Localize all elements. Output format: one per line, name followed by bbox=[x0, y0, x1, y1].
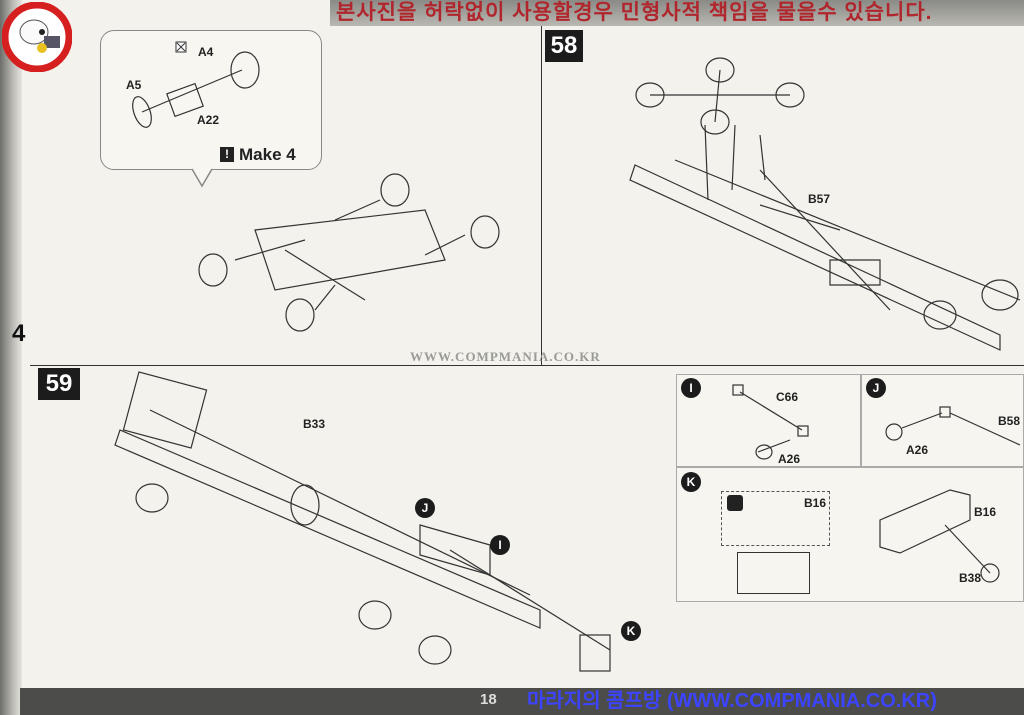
detail-j-diagram bbox=[885, 406, 1021, 446]
detail-marker-i: I bbox=[490, 535, 510, 555]
callout-tail bbox=[191, 168, 213, 188]
detail-k-inset bbox=[721, 491, 830, 546]
compmania-logo bbox=[2, 2, 72, 72]
make-quantity-note: Make 4 bbox=[239, 145, 296, 164]
detail-k-marker: K bbox=[681, 472, 701, 492]
step-58-axle-diagram bbox=[198, 173, 500, 332]
part-label-b58: B58 bbox=[998, 414, 1021, 428]
detail-marker-j: J bbox=[415, 498, 435, 518]
part-label-b57: B57 bbox=[808, 192, 831, 206]
detail-i-panel bbox=[676, 374, 861, 467]
part-label-a26: A26 bbox=[778, 452, 801, 466]
step-58-chassis-diagram bbox=[629, 57, 1021, 351]
step-58-number: 58 bbox=[545, 30, 583, 62]
part-label-a5: A5 bbox=[126, 78, 142, 92]
detail-j-panel bbox=[861, 374, 1024, 467]
detail-marker-k: K bbox=[621, 621, 641, 641]
wheel-assembly-diagram bbox=[132, 41, 260, 128]
step-divider-vertical bbox=[541, 26, 542, 366]
part-label-a4: A4 bbox=[198, 45, 214, 59]
copyright-warning: 본사진을 허락없이 사용할경우 민형사적 책임을 물을수 있습니다. bbox=[330, 0, 1024, 26]
detail-i-diagram bbox=[732, 384, 809, 460]
detail-k-diagram bbox=[879, 489, 1000, 583]
page-edge-strip bbox=[0, 0, 22, 715]
step-59-chassis-diagram bbox=[114, 371, 611, 672]
part-label-a22: A22 bbox=[197, 113, 220, 127]
part-label-b16-inset: B16 bbox=[804, 496, 827, 510]
cut-tool-icon bbox=[727, 495, 743, 511]
detail-j-marker: J bbox=[866, 378, 886, 398]
side-tab-number: 4 bbox=[12, 320, 26, 347]
detail-i-marker: I bbox=[681, 378, 701, 398]
part-label-a26-j: A26 bbox=[906, 443, 929, 457]
step-59-number: 59 bbox=[38, 368, 80, 400]
page-number: 18 bbox=[480, 691, 497, 708]
part-label-b33: B33 bbox=[303, 417, 326, 431]
b16-part-front bbox=[737, 552, 810, 594]
footer-banner: 마라지의 콤프방 (WWW.COMPMANIA.CO.KR) bbox=[20, 688, 1024, 715]
part-label-b16: B16 bbox=[974, 505, 997, 519]
step-divider-horizontal bbox=[30, 365, 1024, 366]
part-label-c66: C66 bbox=[776, 390, 799, 404]
attention-icon: ! bbox=[220, 147, 234, 162]
detail-k-panel bbox=[676, 467, 1024, 602]
watermark: WWW.COMPMANIA.CO.KR bbox=[410, 349, 601, 364]
part-label-b38: B38 bbox=[959, 571, 982, 585]
